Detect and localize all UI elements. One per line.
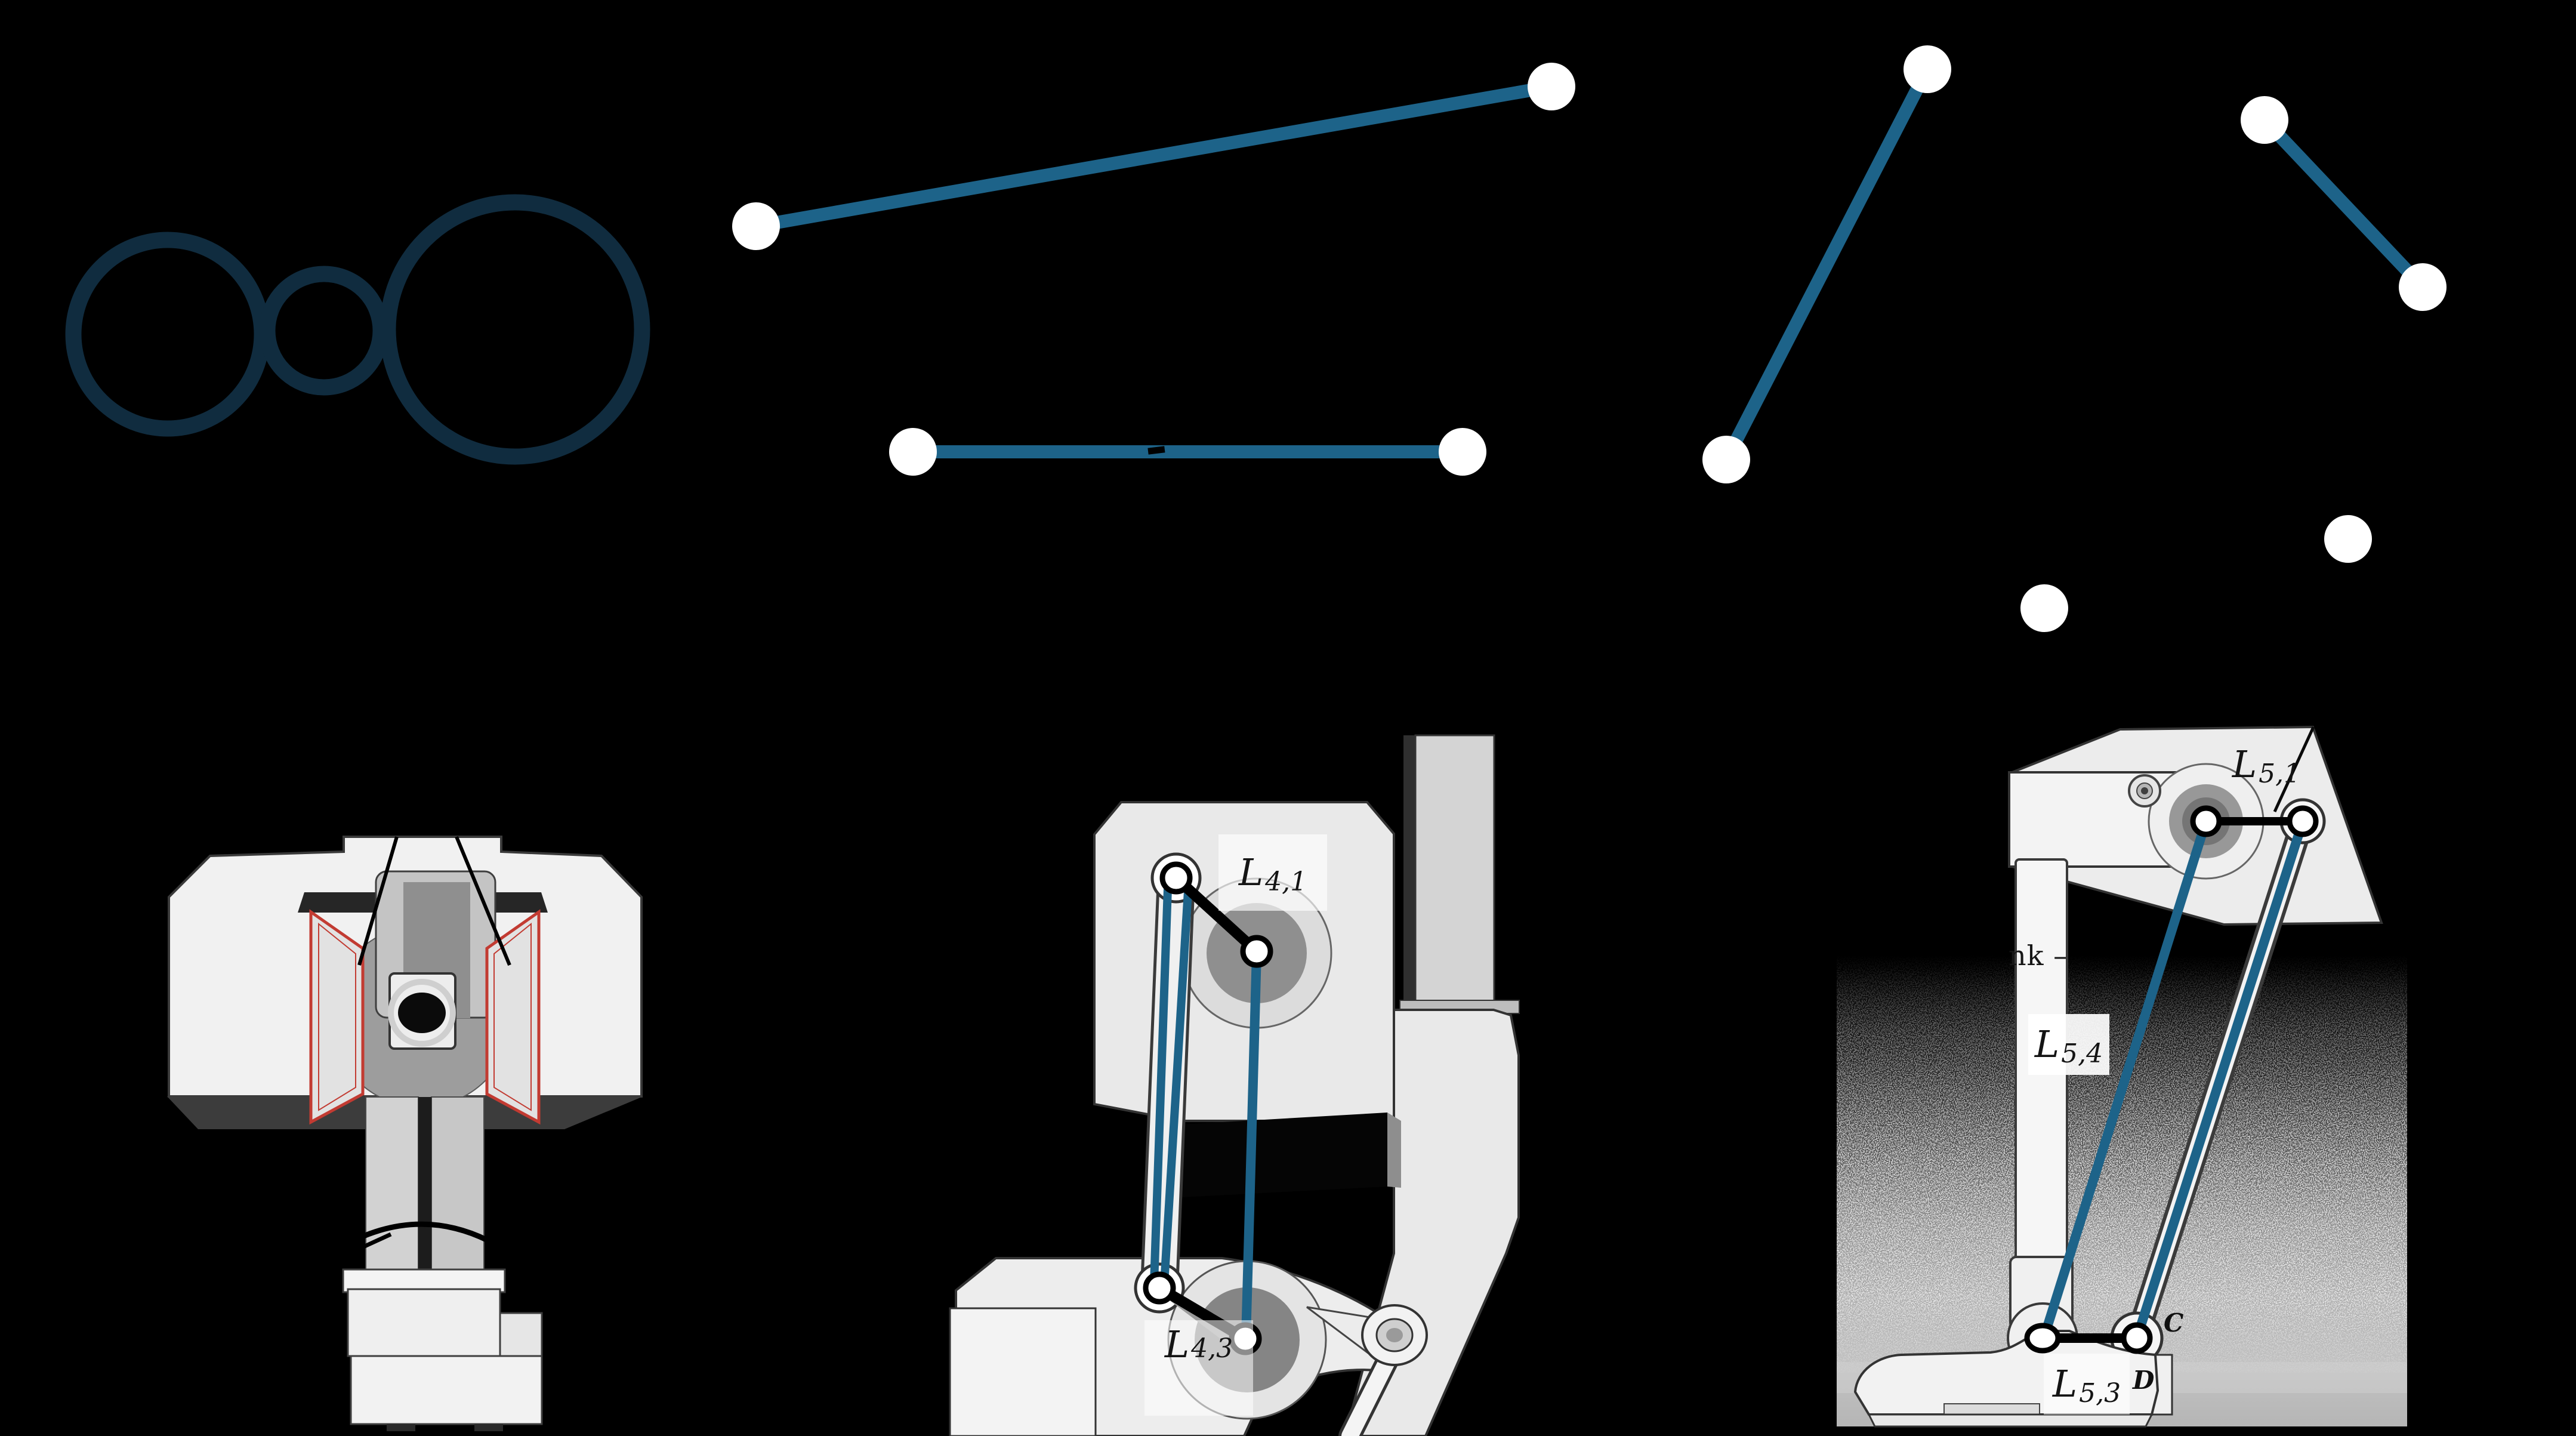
pulley-circle — [380, 194, 650, 465]
graph-node — [1702, 436, 1750, 483]
joint-marker — [2190, 805, 2222, 837]
graph-node — [1904, 45, 1951, 93]
pulley-circle — [259, 266, 389, 396]
graph-node — [1528, 63, 1575, 110]
joint-marker — [1240, 935, 1273, 968]
flexure-plates — [309, 909, 541, 1125]
schematic-link-l41 — [1171, 873, 1262, 957]
label-l41-main: L — [1238, 850, 1264, 894]
joint-marker — [2121, 1322, 2153, 1354]
joint-marker — [1143, 1271, 1176, 1305]
shoulder-flexure-render — [167, 836, 643, 1431]
shoulder-gimbal — [330, 870, 513, 1108]
leg-overlay — [2024, 726, 2319, 1354]
graph-link — [1720, 66, 1933, 463]
graph-link — [2260, 115, 2427, 292]
column-gap — [418, 1097, 431, 1271]
shoulder-annotations — [357, 836, 511, 966]
leg-render — [1837, 710, 2407, 1428]
gimbal-bore — [398, 993, 446, 1033]
belt-strand — [1150, 888, 1172, 1284]
graph-link — [755, 80, 1553, 233]
label-l43-main: L — [1164, 1323, 1190, 1366]
sole — [1867, 1413, 2154, 1428]
flexure-plate-left — [309, 909, 365, 1125]
sole-notch — [1943, 1403, 2040, 1415]
plate-slot — [1182, 1113, 1387, 1197]
label-shank-partial: nk – — [2009, 939, 2068, 972]
base-step — [499, 1312, 543, 1357]
shoulder-column — [337, 1096, 489, 1272]
lower-left-block — [949, 1307, 1097, 1436]
label-l51-main: L — [2232, 742, 2257, 786]
background-post — [1414, 734, 1495, 1012]
graph-node — [2399, 263, 2447, 311]
graph-node — [732, 202, 780, 250]
schematic-row — [65, 45, 2447, 632]
linkage-graph_a — [732, 63, 1575, 476]
rotation-arc-tick — [361, 1232, 392, 1250]
leader-line-l51 — [2273, 726, 2315, 813]
joint-marker — [2024, 1323, 2061, 1354]
linkage-graph_b — [1702, 45, 2447, 632]
label-l41-sub: 4,1 — [1265, 867, 1307, 897]
belt-strand — [1241, 953, 1261, 1339]
graph-node — [889, 428, 937, 476]
graph-node — [2020, 584, 2068, 632]
gimbal-ring — [388, 979, 456, 1047]
column-left — [365, 1096, 419, 1272]
screw-hole-center — [2141, 787, 2148, 794]
belt-strand — [2039, 819, 2211, 1340]
label-l53-sub: 5,3 — [2079, 1378, 2121, 1409]
pulley-circle — [65, 232, 270, 437]
graph-node — [2241, 96, 2288, 144]
belt-strand — [1160, 890, 1192, 1285]
joint-marker — [1159, 861, 1193, 895]
belt-strand — [2132, 820, 2307, 1340]
dissolve-noise — [1837, 955, 2407, 1373]
rod-end-bore — [1386, 1328, 1403, 1342]
leader-line-right — [455, 836, 511, 966]
joint-marker — [2287, 805, 2319, 837]
label-l53-main: L — [2052, 1362, 2078, 1406]
plate-slot-bevel — [1387, 1113, 1401, 1188]
column-right — [431, 1096, 485, 1272]
shoulder-base — [342, 1268, 543, 1431]
label-l54-sub: 5,4 — [2061, 1039, 2103, 1069]
graph-node — [1439, 428, 1486, 476]
base-block — [347, 1288, 501, 1357]
base-foot-left — [387, 1424, 415, 1431]
link-bar — [1143, 862, 1192, 1304]
post-shadow — [1403, 735, 1415, 1011]
graph-node — [2324, 515, 2372, 563]
label-l43-sub: 4,3 — [1191, 1333, 1233, 1364]
tick-mark — [1147, 446, 1165, 455]
leader-line-left — [357, 836, 399, 966]
flexure-plate-left-inner — [318, 922, 356, 1111]
label-point-d: D — [2133, 1366, 2155, 1395]
label-l51-sub: 5,1 — [2259, 759, 2301, 789]
flexure-plate-right-inner — [493, 922, 532, 1111]
label-l54-main: L — [2034, 1022, 2060, 1066]
rotation-arc — [337, 1221, 489, 1251]
flexure-plate-right — [485, 909, 541, 1125]
label-point-c: C — [2164, 1308, 2184, 1338]
base-bottom — [350, 1355, 543, 1425]
base-foot-right — [474, 1424, 503, 1431]
rod — [1341, 1352, 1396, 1436]
